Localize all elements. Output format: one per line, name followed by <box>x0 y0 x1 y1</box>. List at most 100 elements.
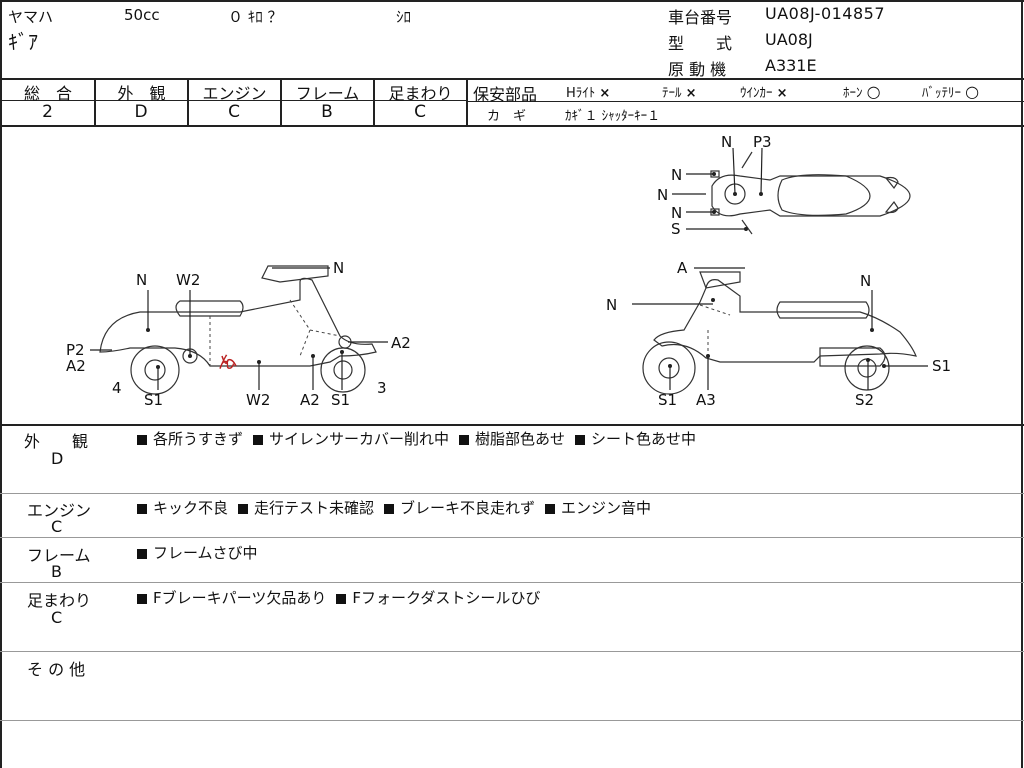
remark-label: フレーム <box>27 546 91 565</box>
label-top-n2: N <box>671 166 683 184</box>
bullet-icon <box>575 435 586 445</box>
model-type: UA08J <box>765 30 813 49</box>
grade-col-5 <box>466 78 468 126</box>
grade-table-bottom <box>0 125 1024 127</box>
left-side-view <box>90 265 388 395</box>
diagram-bottom-line <box>0 424 1024 426</box>
label-right-s1: S1 <box>932 357 952 375</box>
label-top-n1: N <box>721 133 733 151</box>
bullet-icon <box>253 435 264 445</box>
label-num-3: 3 <box>377 379 387 397</box>
grade-col-2 <box>187 78 189 126</box>
grade-frame-label: フレーム <box>295 84 360 103</box>
safety-item-battery: ﾊﾞｯﾃﾘｰ ○ <box>922 82 980 101</box>
grade-exterior-value: D <box>134 102 149 122</box>
grade-table-top <box>0 78 1024 80</box>
remark-divider-4 <box>0 651 1024 652</box>
label-left-a2-bottom: A2 <box>300 391 320 409</box>
remark-label: 外 観 <box>24 432 89 451</box>
remark-label: そ の 他 <box>27 660 86 679</box>
remark-grade: C <box>51 517 63 536</box>
engine-model: A331E <box>765 56 817 75</box>
remark-grade: B <box>51 562 62 581</box>
label-left-n-handle: N <box>333 259 345 277</box>
remark-label: 足まわり <box>27 591 92 610</box>
label-left-p2: P2 <box>66 341 85 359</box>
engine-label: 原 動 機 <box>668 60 727 79</box>
model-type-label: 型 式 <box>668 34 733 53</box>
remark-items: フレームさび中 <box>137 542 268 563</box>
grade-engine-value: C <box>228 102 241 122</box>
displacement: 50cc <box>124 6 160 24</box>
grade-frame-value: B <box>321 102 334 122</box>
remark-divider-5 <box>0 720 1024 721</box>
safety-item-winker: ｳｲﾝｶｰ × <box>740 86 788 101</box>
frame-no: UA08J-014857 <box>765 4 886 23</box>
bullet-icon <box>238 504 249 514</box>
label-right-n-left: N <box>606 296 618 314</box>
bullet-icon <box>459 435 470 445</box>
top-view <box>672 147 911 235</box>
grade-overall-label: 総 合 <box>23 84 72 103</box>
grade-engine-label: エンジン <box>202 84 267 103</box>
remark-divider-3 <box>0 582 1024 583</box>
remark-divider-2 <box>0 537 1024 538</box>
frame-right <box>1021 0 1023 768</box>
safety-divider <box>468 101 1024 102</box>
safety-item-tail: ﾃｰﾙ × <box>662 86 697 101</box>
body-color: ｼﾛ <box>396 8 412 26</box>
remark-divider-1 <box>0 493 1024 494</box>
bullet-icon <box>384 504 395 514</box>
label-left-w2-bottom: W2 <box>246 391 271 409</box>
label-right-s1-bottom: S1 <box>658 391 678 409</box>
grade-exterior-label: 外 観 <box>117 84 166 103</box>
grade-col-1 <box>94 78 96 126</box>
label-left-s1: S1 <box>144 391 164 409</box>
label-right-a3: A3 <box>696 391 716 409</box>
grade-overall-value: 2 <box>42 102 54 122</box>
bullet-icon <box>137 594 147 604</box>
label-right-a-top: A <box>677 259 688 277</box>
remark-items: キック不良走行テスト未確認ブレーキ不良走れずエンジン音中 <box>137 497 661 518</box>
label-left-s1-bottom: S1 <box>331 391 351 409</box>
label-right-a2: A2 <box>391 334 411 352</box>
maker: ヤマハ <box>8 8 54 26</box>
key-label: カ ギ <box>487 109 527 124</box>
bullet-icon <box>545 504 556 514</box>
safety-item-horn: ﾎｰﾝ ○ <box>843 82 881 101</box>
grade-suspension-label: 足まわり <box>388 84 453 103</box>
label-top-n3: N <box>657 186 669 204</box>
handwritten-mark: ん <box>218 353 235 373</box>
label-top-n4: N <box>671 204 683 222</box>
label-left-a2: A2 <box>66 357 86 375</box>
remark-grade: C <box>51 608 63 627</box>
frame-left <box>0 0 2 768</box>
bullet-icon <box>137 504 147 514</box>
remark-items: 各所うすきずサイレンサーカバー削れ中樹脂部色あせシート色あせ中 <box>137 428 706 449</box>
frame-top <box>0 0 1024 2</box>
label-top-s: S <box>671 220 681 238</box>
grade-col-4 <box>373 78 375 126</box>
grade-suspension-value: C <box>414 102 427 122</box>
bullet-icon <box>137 549 147 559</box>
safety-item-headlight: Hﾗｲﾄ × <box>566 86 611 101</box>
frame-no-label: 車台番号 <box>668 8 733 27</box>
model-name: ｷﾞｱ <box>8 30 38 54</box>
grade-divider-1 <box>0 100 94 101</box>
safety-label: 保安部品 <box>473 85 538 104</box>
right-side-view <box>632 267 928 395</box>
remark-grade: D <box>51 449 64 468</box>
label-num-4: 4 <box>112 379 122 397</box>
damage-diagram <box>90 147 928 395</box>
label-right-s2: S2 <box>855 391 875 409</box>
label-left-w2-top: W2 <box>176 271 201 289</box>
label-left-n-top: N <box>136 271 148 289</box>
bullet-icon <box>336 594 347 604</box>
grade-col-3 <box>280 78 282 126</box>
remark-label: エンジン <box>27 501 92 520</box>
bullet-icon <box>137 435 147 445</box>
label-top-p3: P3 <box>753 133 772 151</box>
label-right-n-top: N <box>860 272 872 290</box>
key-value: ｶｷﾞ１ ｼｬｯﾀｰｷｰ１ <box>565 109 661 124</box>
